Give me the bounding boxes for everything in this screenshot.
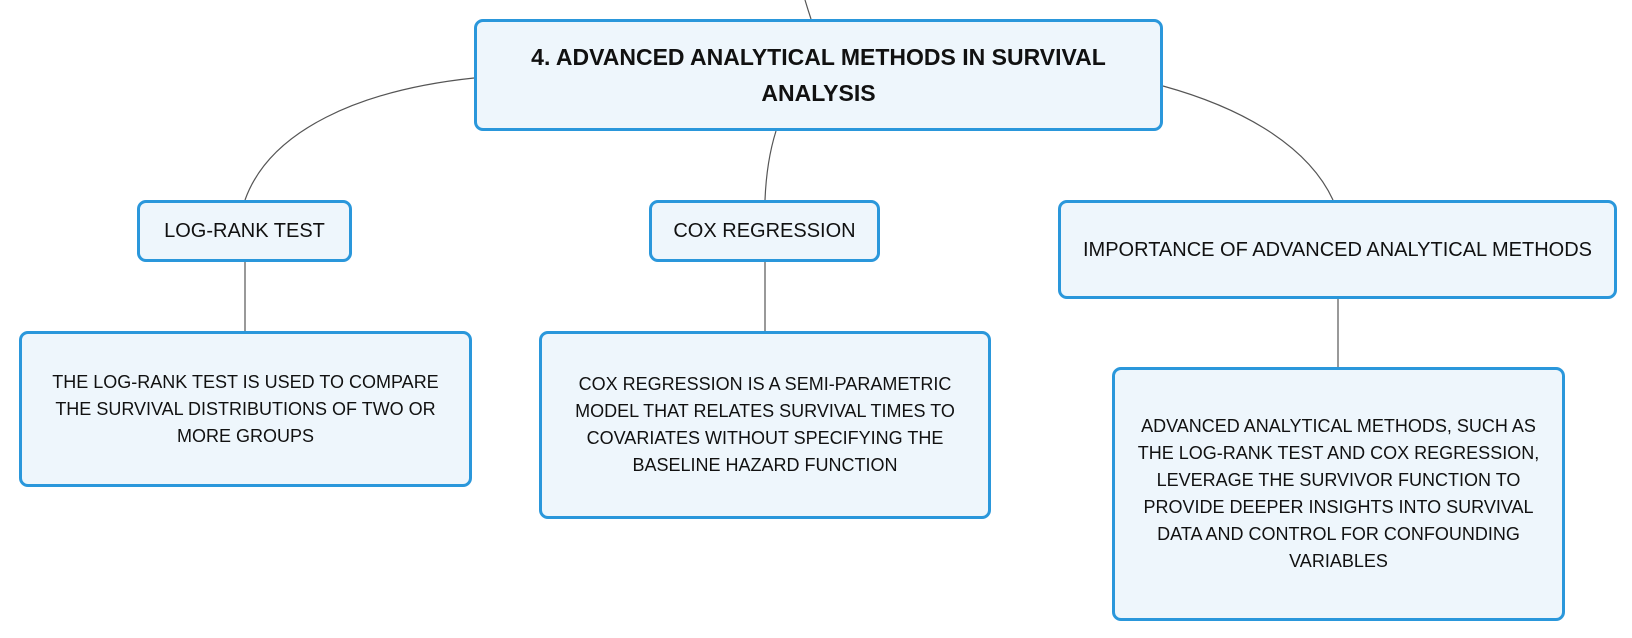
detail-node-log-rank-test[interactable]: THE LOG-RANK TEST IS USED TO COMPARE THE… [19,331,472,487]
detail-node-importance[interactable]: ADVANCED ANALYTICAL METHODS, SUCH AS THE… [1112,367,1565,621]
root-node[interactable]: 4. ADVANCED ANALYTICAL METHODS IN SURVIV… [474,19,1163,131]
topic-node-label: COX REGRESSION [673,220,856,242]
connector-root-to-cox [764,130,777,201]
detail-node-text: THE LOG-RANK TEST IS USED TO COMPARE THE… [52,371,439,446]
root-node-label: 4. ADVANCED ANALYTICAL METHODS IN SURVIV… [531,44,1106,106]
detail-node-text: ADVANCED ANALYTICAL METHODS, SUCH AS THE… [1137,416,1540,571]
topic-node-log-rank-test[interactable]: LOG-RANK TEST [137,200,352,262]
detail-node-cox-regression[interactable]: COX REGRESSION IS A SEMI-PARAMETRIC MODE… [539,331,991,519]
detail-node-text: COX REGRESSION IS A SEMI-PARAMETRIC MODE… [575,374,955,475]
topic-node-label: IMPORTANCE OF ADVANCED ANALYTICAL METHOD… [1083,238,1592,261]
connector-parent-to-root [804,0,812,20]
connector-root-to-importance [1162,85,1334,201]
topic-node-importance[interactable]: IMPORTANCE OF ADVANCED ANALYTICAL METHOD… [1058,200,1617,299]
topic-node-cox-regression[interactable]: COX REGRESSION [649,200,880,262]
topic-node-label: LOG-RANK TEST [164,220,325,242]
connector-root-to-log-rank [244,77,475,201]
